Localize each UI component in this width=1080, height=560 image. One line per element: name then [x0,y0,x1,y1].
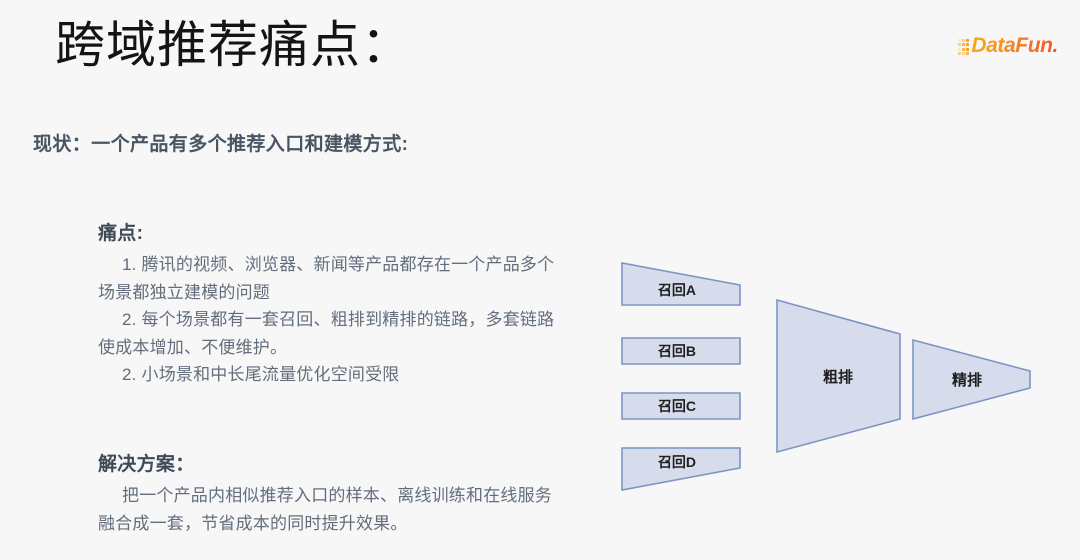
logo-text: DataFun. [971,34,1058,57]
recall-b-shape [621,337,741,365]
fine-ranking-shape [912,338,1031,421]
painpoints-section: 痛点: 1. 腾讯的视频、浏览器、新闻等产品都存在一个产品多个场景都独立建模的问… [98,218,568,389]
list-item: 2. 每个场景都有一套召回、粗排到精排的链路，多套链路使成本增加、不便维护。 [98,310,555,357]
datafun-dot-matrix-icon [957,38,970,56]
painpoints-heading: 痛点: [98,223,144,244]
diagram-shape-fine-ranking: 精排 [912,338,1031,421]
diagram-shape-recall-d: 召回D [621,447,741,491]
datafun-logo: DataFun. [957,33,1058,59]
recall-a-label: 召回A [658,282,696,298]
list-item: 1. 腾讯的视频、浏览器、新闻等产品都存在一个产品多个场景都独立建模的问题 [98,255,555,302]
solution-list: 把一个产品内相似推荐入口的样本、离线训练和在线服务融合成一套，节省成本的同时提升… [98,482,568,537]
solution-heading: 解决方案： [98,454,195,475]
recall-d-label: 召回D [658,454,696,470]
status-line: 现状：一个产品有多个推荐入口和建模方式: [33,134,409,155]
recall-d-shape [621,447,741,491]
recall-a-shape [621,262,741,306]
diagram-shape-recall-a: 召回A [621,262,741,306]
list-item: 2. 小场景和中长尾流量优化空间受限 [122,365,400,385]
diagram-shape-recall-b: 召回B [621,337,741,365]
list-item: 把一个产品内相似推荐入口的样本、离线训练和在线服务融合成一套，节省成本的同时提升… [98,486,552,533]
page-title: 跨域推荐痛点： [55,17,412,73]
coarse-ranking-label: 粗排 [823,368,853,386]
diagram-shape-recall-c: 召回C [621,392,741,420]
solution-section: 解决方案： 把一个产品内相似推荐入口的样本、离线训练和在线服务融合成一套，节省成… [98,449,568,537]
recall-c-label: 召回C [658,398,696,414]
fine-ranking-label: 精排 [952,371,982,389]
painpoints-list: 1. 腾讯的视频、浏览器、新闻等产品都存在一个产品多个场景都独立建模的问题 2.… [98,251,568,389]
recommendation-pipeline-diagram: 召回A 召回B 召回C 召回D 粗排 [595,245,1055,510]
recall-c-shape [621,392,741,420]
diagram-shape-coarse-ranking: 粗排 [776,298,901,454]
recall-b-label: 召回B [658,343,696,359]
coarse-ranking-shape [776,298,901,454]
